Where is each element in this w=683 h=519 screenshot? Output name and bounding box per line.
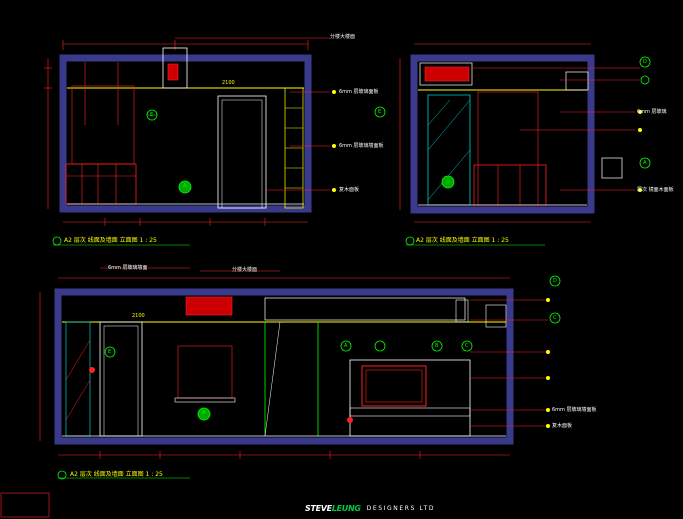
marker-a-circle bbox=[178, 180, 192, 194]
elevation-b-note-1: 6mm 层玻璃 bbox=[637, 109, 667, 115]
elevation-a-title: A2 层次 线面及墙面 立面图 1 : 25 bbox=[64, 237, 157, 244]
elevation-a-ac-unit bbox=[162, 47, 188, 89]
elevation-b-glass-panel bbox=[427, 94, 471, 206]
elevation-c-ac-unit bbox=[185, 296, 233, 316]
logo-leung: LEUNG bbox=[331, 503, 361, 513]
elevation-a-callout-2: 6mm 层玻璃墙面板 bbox=[339, 143, 384, 149]
elevation-c-top-note-2: 分楼大楼面 bbox=[232, 267, 258, 273]
elevation-b-wall-band bbox=[410, 54, 595, 214]
elevation-c-marker-b: B bbox=[435, 343, 439, 349]
elevation-c-top-note-1: 6mm 层玻璃墙面 bbox=[108, 265, 148, 271]
elevation-b-marker-e: E bbox=[378, 109, 382, 115]
elevation-b-note-2: 层次 镜面木面板 bbox=[637, 187, 674, 193]
logo-steve: STEVE bbox=[305, 503, 332, 513]
elevation-a-marker-e: E bbox=[150, 112, 154, 118]
elevation-b-ac-unit bbox=[424, 66, 470, 82]
elevation-a-level-tag: 2100 bbox=[222, 80, 235, 86]
elevation-b-marker-d: D bbox=[643, 59, 647, 65]
elevation-c-wall-band bbox=[54, 288, 514, 445]
elevation-c-marker-a2: A bbox=[202, 410, 206, 416]
elevation-a-cabinet bbox=[71, 85, 135, 165]
elevation-a bbox=[44, 37, 336, 246]
elevation-a-callout-1: 6mm 层玻璃面板 bbox=[339, 89, 379, 95]
elevation-a-wall-band bbox=[59, 54, 312, 213]
elevation-c-marker-a: A bbox=[344, 343, 348, 349]
elevation-c-marker-d: D bbox=[553, 278, 557, 284]
elevation-c-title: A2 层次 线面及墙面 立面图 1 : 25 bbox=[70, 471, 163, 478]
elevation-c-marker-e: E bbox=[108, 349, 112, 355]
elevation-a-top-note: 分楼大楼面 bbox=[330, 34, 356, 40]
elevation-c bbox=[39, 267, 561, 480]
elevation-a-marker-a: A bbox=[183, 183, 187, 189]
elevation-b-title: A2 层次 线面及墙面 立面图 1 : 25 bbox=[416, 237, 509, 244]
elevation-c-level-tag: 2100 bbox=[132, 313, 145, 319]
elevation-a-door bbox=[217, 95, 267, 209]
elevation-c-marker-c: C bbox=[553, 315, 557, 321]
elevation-a-callout-3: 复木面板 bbox=[339, 187, 360, 193]
elevation-b-marker-a: A bbox=[643, 160, 647, 166]
elevation-c-callout-2: 复木面板 bbox=[552, 423, 573, 429]
logo-designers: DESIGNERS LTD bbox=[366, 504, 436, 512]
elevation-c-callout-1: 6mm 层玻璃墙面板 bbox=[552, 407, 597, 413]
elevation-c-tv-wall bbox=[349, 359, 471, 437]
elevation-c-marker-c2: C bbox=[465, 343, 469, 349]
elevation-b bbox=[374, 43, 651, 246]
elevation-a-dining-set bbox=[65, 163, 137, 205]
